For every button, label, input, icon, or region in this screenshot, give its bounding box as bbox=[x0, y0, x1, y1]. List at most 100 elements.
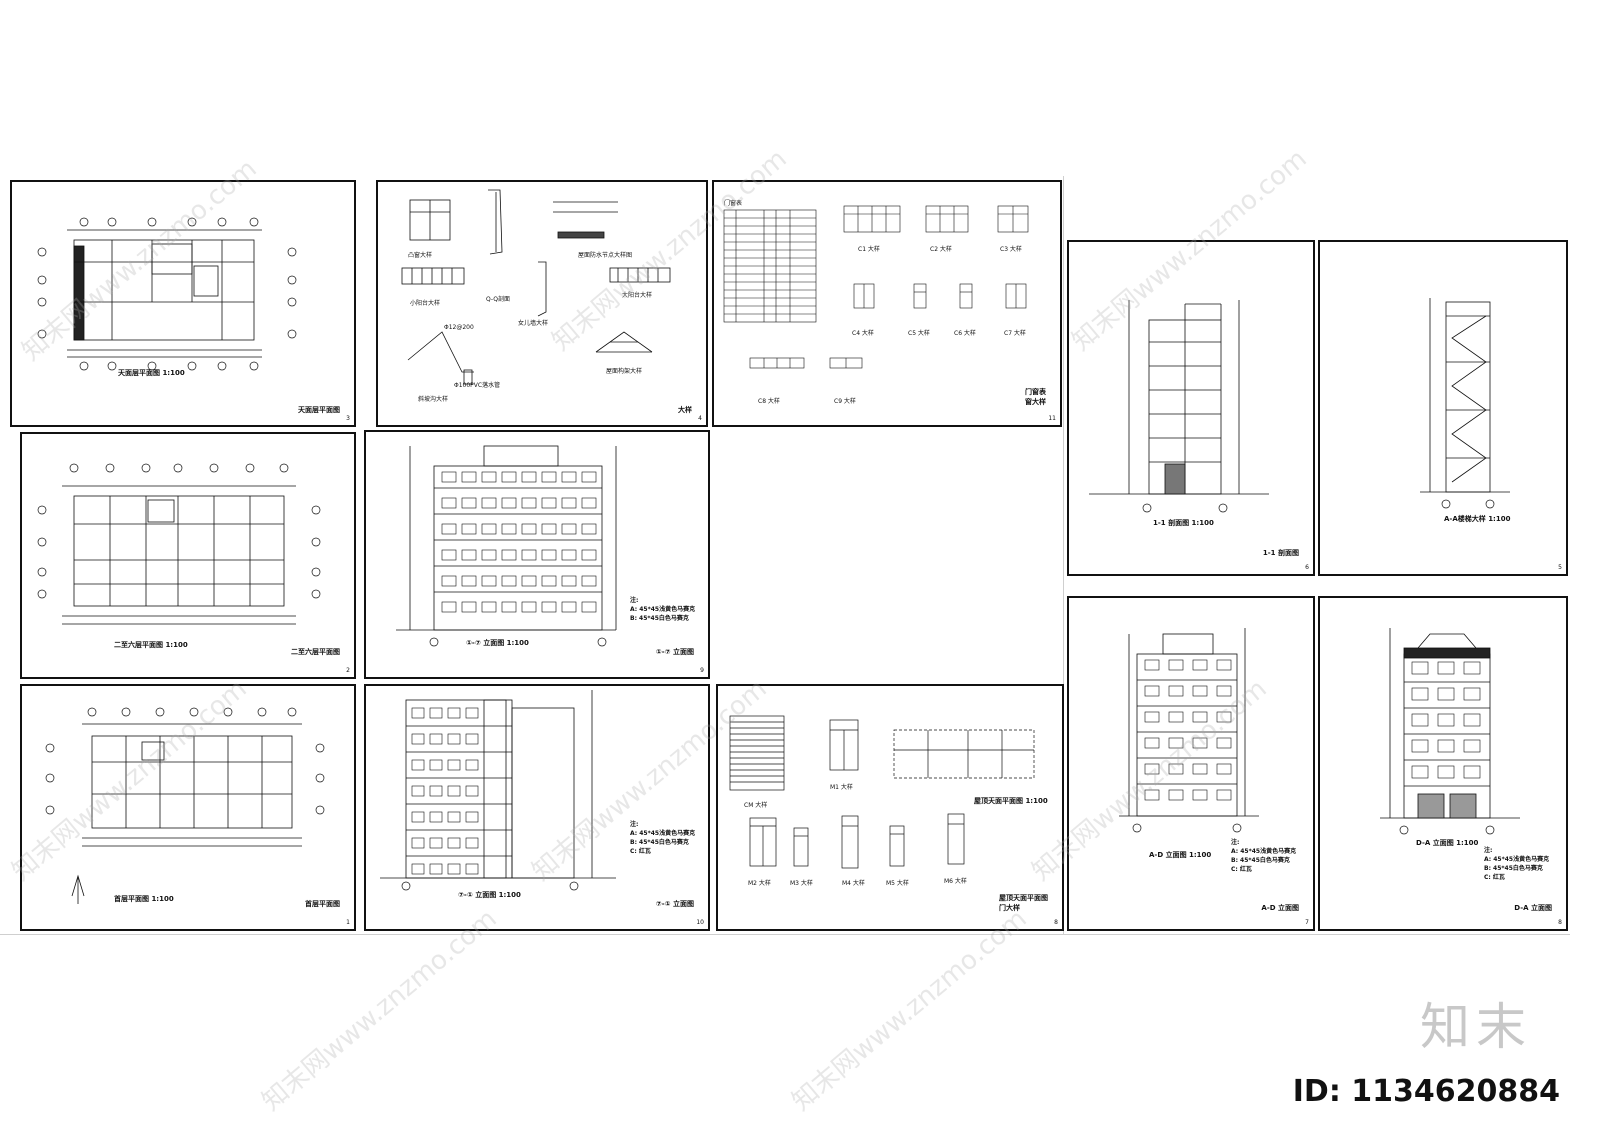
window-mark bbox=[501, 549, 517, 561]
window-mark bbox=[1216, 711, 1232, 723]
door-label: M6 大样 bbox=[944, 878, 967, 885]
image-id: ID: 1134620884 bbox=[1292, 1074, 1560, 1109]
window-mark bbox=[581, 523, 597, 535]
window-label: C4 大样 bbox=[852, 330, 874, 337]
sheet-number: 6 bbox=[1305, 564, 1309, 571]
window-label: C8 大样 bbox=[758, 398, 780, 405]
window-mark bbox=[1168, 789, 1184, 801]
sheet-number: 8 bbox=[1558, 919, 1562, 926]
window-mark bbox=[501, 523, 517, 535]
door-label: M5 大样 bbox=[886, 880, 909, 887]
sheet-title: 二至六层平面图 bbox=[291, 648, 340, 656]
sheet-number: 3 bbox=[346, 415, 350, 422]
window-mark bbox=[1192, 659, 1208, 671]
detail-label: Φ12@200 bbox=[444, 324, 474, 331]
window-mark bbox=[521, 471, 537, 483]
window-mark bbox=[461, 575, 477, 587]
window-mark bbox=[1216, 763, 1232, 775]
sheet-number: 10 bbox=[696, 919, 704, 926]
window-mark bbox=[501, 575, 517, 587]
window-mark bbox=[447, 785, 461, 797]
window-mark bbox=[1192, 711, 1208, 723]
window-mark bbox=[461, 549, 477, 561]
elevation-7-1-drawing bbox=[380, 690, 616, 891]
window-mark bbox=[581, 601, 597, 613]
ground-plan-drawing bbox=[45, 707, 325, 904]
window-mark bbox=[1168, 763, 1184, 775]
window-mark bbox=[411, 759, 425, 771]
section-drawing bbox=[1089, 300, 1269, 513]
window-mark bbox=[429, 811, 443, 823]
window-label: C5 大样 bbox=[908, 330, 930, 337]
window-mark bbox=[411, 733, 425, 745]
window-mark bbox=[541, 471, 557, 483]
window-mark bbox=[1192, 737, 1208, 749]
window-label: C3 大样 bbox=[1000, 246, 1022, 253]
drawing-caption: ⑦-① 立面图 1:100 bbox=[458, 891, 521, 899]
sheet-details: 凸窗大样 小阳台大样 Q-Q剖面 女儿墙大样 屋面防水节点大样图 大阳台大样 屋… bbox=[376, 180, 708, 427]
window-mark bbox=[1144, 737, 1160, 749]
detail-label: 小阳台大样 bbox=[410, 300, 441, 307]
sheet-number: 1 bbox=[346, 919, 350, 926]
material-note: 注: A: 45*45浅黄色马赛克 B: 45*45白色马赛克 C: 红瓦 bbox=[630, 821, 696, 855]
window-mark bbox=[1216, 685, 1232, 697]
window-mark bbox=[1463, 661, 1481, 675]
window-mark bbox=[581, 497, 597, 509]
separator-line bbox=[0, 934, 1570, 935]
sheet-roof-door-details: CM 大样 M1 大样 M2 大样 M3 大样 M4 大样 M5 大样 M6 大… bbox=[716, 684, 1064, 931]
elevation-a-d-drawing bbox=[1119, 628, 1259, 833]
material-note: 注: A: 45*45浅黄色马赛克 B: 45*45白色马赛克 bbox=[630, 597, 696, 622]
window-mark bbox=[1411, 713, 1429, 727]
detail-label: 女儿墙大样 bbox=[518, 320, 549, 327]
window-mark bbox=[441, 549, 457, 561]
separator-line bbox=[1063, 176, 1064, 934]
window-mark bbox=[521, 497, 537, 509]
sheet-title: ①-⑦ 立面图 bbox=[655, 648, 694, 656]
window-mark bbox=[561, 601, 577, 613]
window-mark bbox=[581, 549, 597, 561]
drawing-caption: 屋顶天面平面图 1:100 bbox=[974, 797, 1048, 805]
sheet-window-schedule: 门窗表 C1 大样 C2 大样 C3 大样 C4 大样 C5 大样 C6 大样 … bbox=[712, 180, 1062, 427]
window-mark bbox=[465, 863, 479, 875]
window-mark bbox=[521, 575, 537, 587]
sheet-number: 2 bbox=[346, 667, 350, 674]
window-mark bbox=[1437, 765, 1455, 779]
roof-plan-drawing bbox=[37, 217, 297, 371]
window-mark bbox=[581, 471, 597, 483]
sheet-number: 11 bbox=[1048, 415, 1056, 422]
window-mark bbox=[561, 471, 577, 483]
window-mark bbox=[481, 471, 497, 483]
sheet-number: 7 bbox=[1305, 919, 1309, 926]
window-mark bbox=[465, 733, 479, 745]
window-mark bbox=[447, 707, 461, 719]
window-mark bbox=[541, 497, 557, 509]
sheet-elevation-7-1: ⑦-① 立面图 1:100 注: A: 45*45浅黄色马赛克 B: 45*45… bbox=[364, 684, 710, 931]
door-label: M3 大样 bbox=[790, 880, 813, 887]
stair-drawing bbox=[1420, 298, 1510, 509]
sheet-typical-floor-plan: 二至六层平面图 1:100 二至六层平面图 2 bbox=[20, 432, 356, 679]
window-mark bbox=[1463, 687, 1481, 701]
window-mark bbox=[429, 785, 443, 797]
window-mark bbox=[465, 811, 479, 823]
window-mark bbox=[429, 707, 443, 719]
sheet-roof-plan: 天面层平面图 1:100 天面层平面图 3 bbox=[10, 180, 356, 427]
window-mark bbox=[1463, 739, 1481, 753]
watermark-text: 知末网www.znzmo.com bbox=[786, 903, 1033, 1118]
detail-label: 屋面构架大样 bbox=[606, 368, 643, 375]
window-mark bbox=[1168, 737, 1184, 749]
elevation-1-7-drawing bbox=[396, 445, 617, 647]
window-mark bbox=[1168, 685, 1184, 697]
window-label: C1 大样 bbox=[858, 246, 880, 253]
window-mark bbox=[461, 601, 477, 613]
drawing-caption: 1-1 剖面图 1:100 bbox=[1153, 519, 1214, 527]
sheet-ground-floor-plan: 首层平面图 1:100 首层平面图 1 bbox=[20, 684, 356, 931]
window-mark bbox=[411, 811, 425, 823]
door-label: M1 大样 bbox=[830, 784, 853, 791]
window-mark bbox=[581, 575, 597, 587]
window-mark bbox=[411, 707, 425, 719]
window-mark bbox=[447, 863, 461, 875]
window-mark bbox=[441, 575, 457, 587]
sheet-title: 天面层平面图 bbox=[298, 406, 340, 414]
details-drawing bbox=[401, 189, 671, 385]
watermark-text: 知末网www.znzmo.com bbox=[256, 903, 503, 1118]
